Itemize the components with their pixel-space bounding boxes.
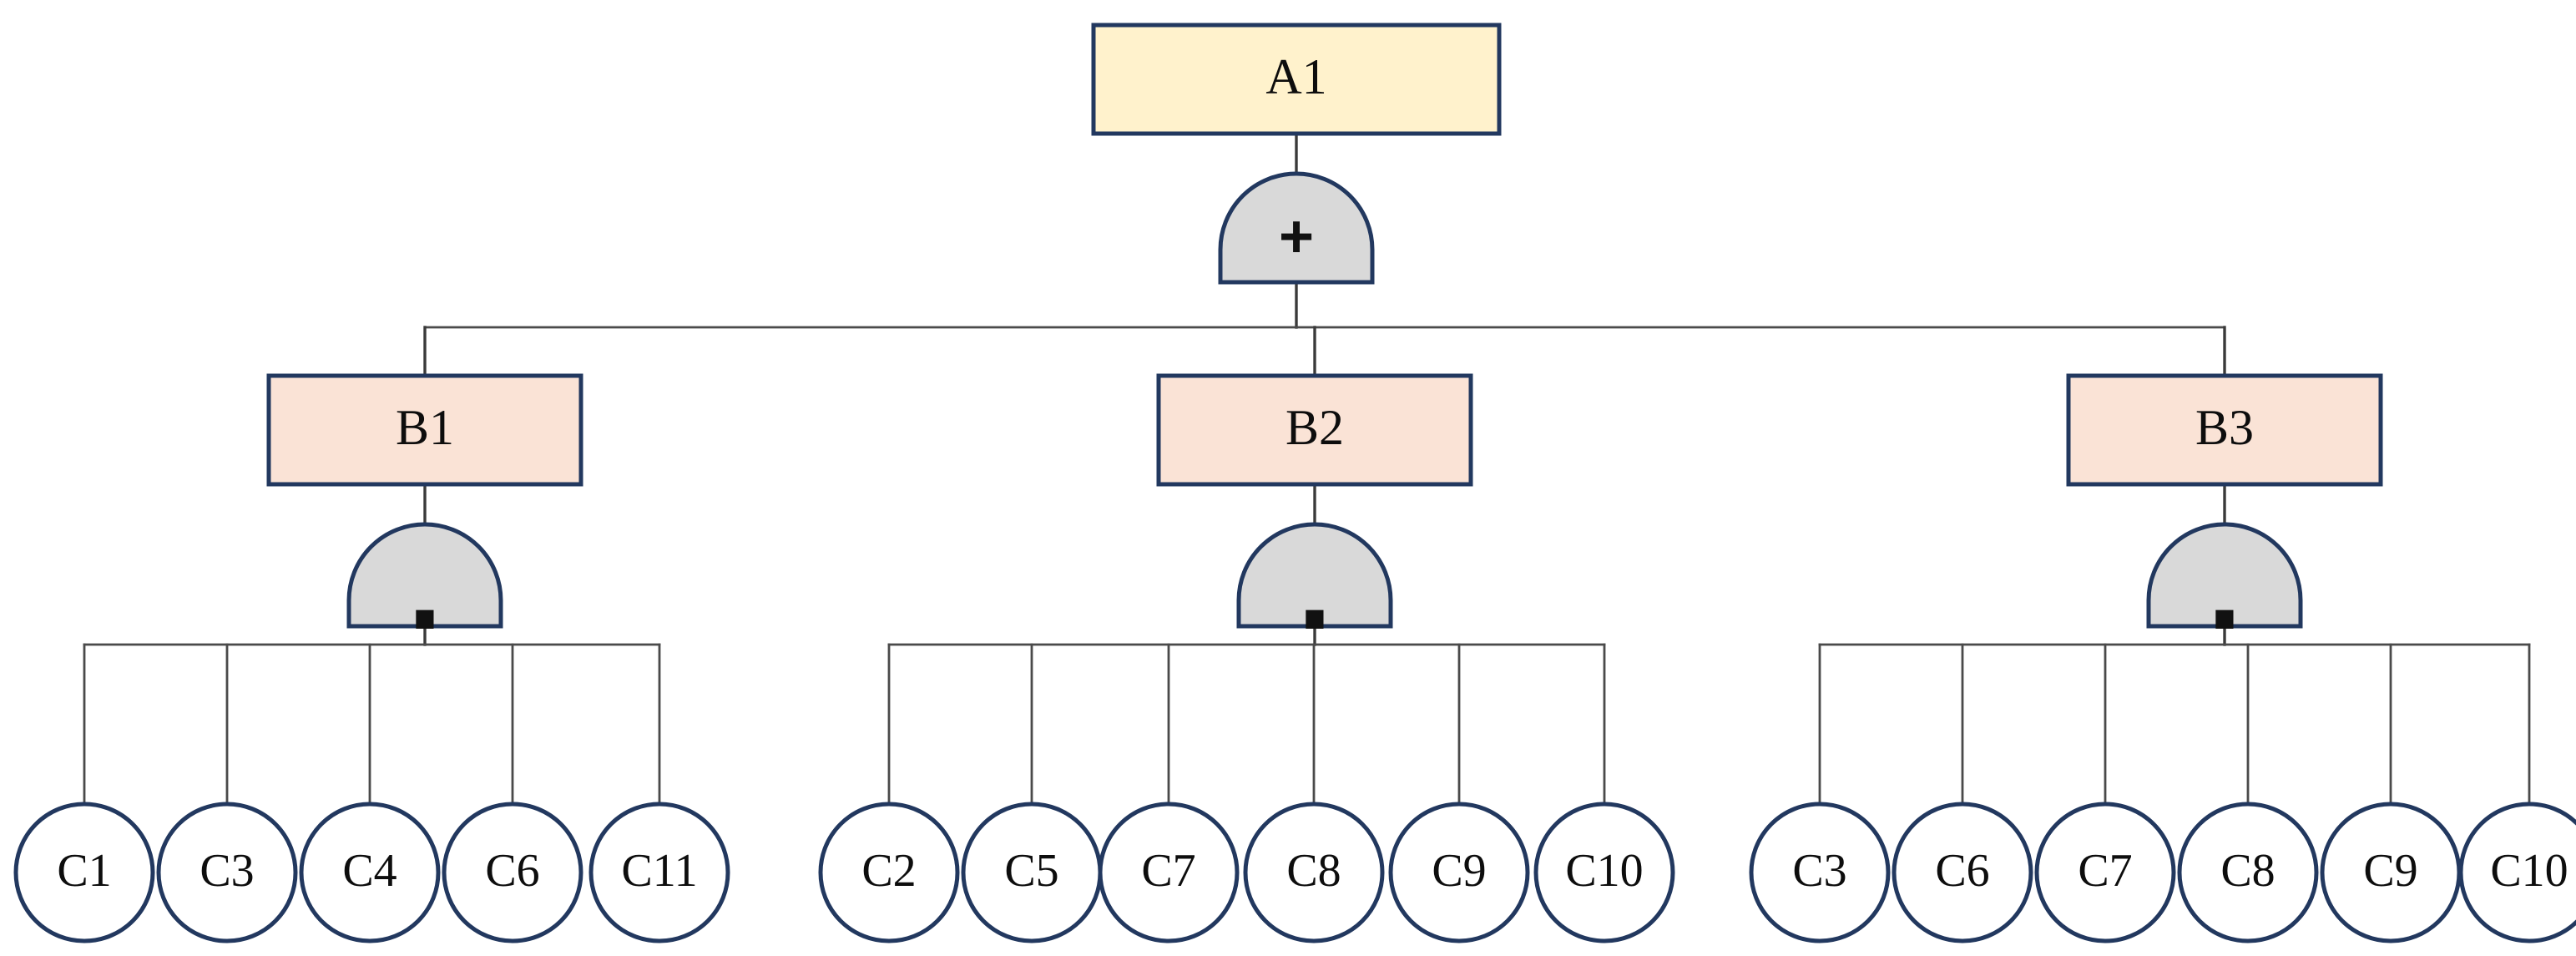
basic-event-label: C1 [57,845,111,897]
basic-event-node-c5-g2[interactable]: C5 [961,802,1103,943]
basic-event-label: C6 [1935,845,1989,897]
and-gate-symbol: . [407,515,442,655]
basic-event-label: C3 [200,845,254,897]
and-gate-symbol: . [2207,515,2242,655]
basic-event-node-c10-g3[interactable]: C10 [2458,802,2576,943]
intermediate-event-box [1156,373,1473,487]
intermediate-event-box [266,373,583,487]
basic-event-node-c7-g2[interactable]: C7 [1098,802,1240,943]
basic-event-circle [588,802,730,943]
basic-event-node-c9-g2[interactable]: C9 [1388,802,1530,943]
top-event-node[interactable]: A1 [1091,23,1502,136]
basic-event-circle [156,802,298,943]
basic-event-node-c1-g1[interactable]: C1 [13,802,155,943]
or-gate-top[interactable]: + [1218,171,1375,285]
basic-event-node-c9-g3[interactable]: C9 [2320,802,2462,943]
top-event-label: A1 [1265,49,1326,104]
basic-event-label: C5 [1004,845,1058,897]
basic-event-circle [299,802,441,943]
basic-event-label: C8 [1286,845,1341,897]
intermediate-event-label: B3 [2195,400,2254,455]
basic-event-node-c6-g1[interactable]: C6 [442,802,583,943]
intermediate-event-node-b3[interactable]: B3 [2066,373,2383,487]
basic-event-circle [1892,802,2033,943]
basic-event-circle [1749,802,1891,943]
basic-event-label: C8 [2220,845,2275,897]
and-gate-shape [346,522,503,629]
basic-event-node-c6-g3[interactable]: C6 [1892,802,2033,943]
basic-event-label: C6 [485,845,539,897]
or-gate-shape [1218,171,1375,285]
basic-event-circle [1533,802,1675,943]
basic-event-circle [2034,802,2176,943]
and-gate-shape [2146,522,2303,629]
basic-event-circle [818,802,960,943]
basic-event-node-c7-g3[interactable]: C7 [2034,802,2176,943]
and-gate-b2[interactable]: . [1236,515,1393,655]
basic-event-circle [2177,802,2319,943]
and-gate-shape [1236,522,1393,629]
and-gate-symbol: . [1297,515,1332,655]
basic-event-node-c11-g1[interactable]: C11 [588,802,730,943]
basic-event-circle [1388,802,1530,943]
basic-event-label: C7 [2078,845,2132,897]
basic-event-circle [1098,802,1240,943]
basic-event-label: C7 [1141,845,1195,897]
or-gate-symbol: + [1279,204,1314,271]
basic-event-node-c10-g2[interactable]: C10 [1533,802,1675,943]
intermediate-event-box [2066,373,2383,487]
basic-event-label: C9 [1432,845,1486,897]
basic-event-node-c8-g3[interactable]: C8 [2177,802,2319,943]
basic-event-node-c3-g1[interactable]: C3 [156,802,298,943]
gate-layer: +... [346,171,2303,655]
basic-event-circle [1243,802,1385,943]
and-gate-b1[interactable]: . [346,515,503,655]
basic-event-circle [13,802,155,943]
edge-layer [83,132,2531,806]
basic-event-node-c2-g2[interactable]: C2 [818,802,960,943]
and-gate-b3[interactable]: . [2146,515,2303,655]
intermediate-event-node-b1[interactable]: B1 [266,373,583,487]
intermediate-event-label: B1 [396,400,454,455]
intermediate-event-node-b2[interactable]: B2 [1156,373,1473,487]
basic-event-label: C10 [2490,845,2568,897]
intermediate-event-label: B2 [1285,400,1344,455]
basic-event-circle [2458,802,2576,943]
basic-event-label: C10 [1565,845,1643,897]
basic-event-node-c4-g1[interactable]: C4 [299,802,441,943]
basic-event-node-c3-g3[interactable]: C3 [1749,802,1891,943]
basic-event-node-c8-g2[interactable]: C8 [1243,802,1385,943]
basic-event-label: C2 [861,845,916,897]
basic-event-circle [442,802,583,943]
basic-event-label: C9 [2363,845,2417,897]
basic-event-label: C4 [342,845,397,897]
basic-event-label: C11 [621,845,697,897]
top-event-box [1091,23,1502,136]
basic-event-label: C3 [1792,845,1846,897]
